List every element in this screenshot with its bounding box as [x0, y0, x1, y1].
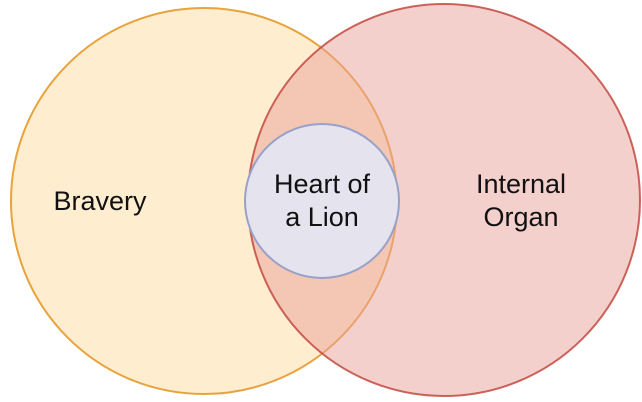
- right-set-label-line1: Internal: [476, 169, 566, 199]
- left-set-label: Bravery: [53, 186, 147, 216]
- intersection-label-line1: Heart of: [274, 169, 371, 199]
- right-set-label-line2: Organ: [483, 202, 558, 232]
- intersection-circle: [244, 123, 400, 279]
- intersection-label-line2: a Lion: [285, 202, 359, 232]
